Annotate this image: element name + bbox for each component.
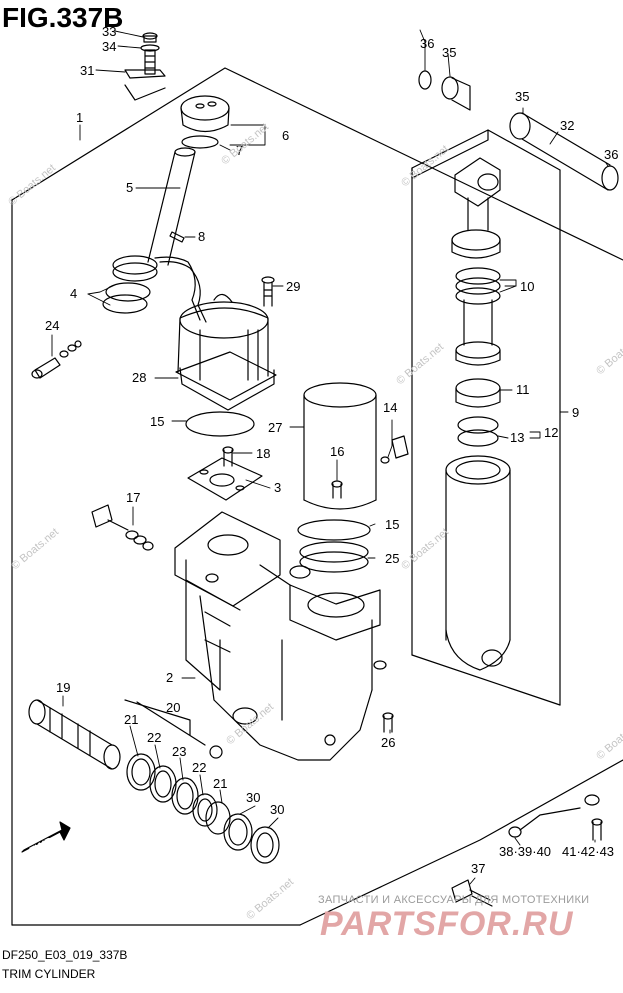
callout-4: 4	[70, 286, 77, 301]
callout-32: 32	[560, 118, 574, 133]
callout-labels: 33 34 31 1 6 7 5 8 4 24 28 29 15 18 3 27…	[28, 24, 619, 876]
callout-13: 13	[510, 430, 524, 445]
callout-26: 26	[381, 735, 395, 750]
callout-28: 28	[132, 370, 146, 385]
callout-24: 24	[45, 318, 59, 333]
part-reservoir-27	[303, 382, 377, 510]
part-bushing-35-36	[418, 70, 471, 111]
callout-20: 20	[166, 700, 180, 715]
callout-35b: 35	[515, 89, 529, 104]
leader-lines	[51, 29, 609, 885]
svg-text:© Boats.net: © Boats.net	[394, 341, 446, 387]
assembly-frame	[11, 67, 623, 261]
callout-2: 2	[166, 670, 173, 685]
part-oring-7	[181, 135, 219, 149]
callout-14: 14	[383, 400, 397, 415]
svg-text:© Boats.net: © Boats.net	[224, 701, 276, 747]
callout-23: 23	[172, 744, 186, 759]
callout-27: 27	[268, 420, 282, 435]
svg-text:© Boats.net: © Boats.net	[6, 162, 58, 208]
callout-21b: 21	[213, 776, 227, 791]
callout-12: 12	[544, 425, 558, 440]
callout-34: 34	[102, 39, 116, 54]
callout-41-43: 41·42·43	[562, 844, 614, 859]
part-rod-32	[509, 112, 619, 191]
part-bolt-37	[451, 879, 493, 907]
part-plate-3	[187, 457, 263, 501]
callout-17: 17	[126, 490, 140, 505]
callout-18: 18	[256, 446, 270, 461]
callout-25: 25	[385, 551, 399, 566]
diagram-name: TRIM CYLINDER	[2, 967, 96, 981]
part-motor-28	[175, 293, 277, 411]
part-pin-8	[169, 231, 185, 243]
callout-19: 19	[56, 680, 70, 695]
part-valve-17	[91, 504, 154, 551]
figure-title: FIG.337B	[2, 2, 124, 33]
part-screw-29	[261, 276, 275, 307]
part-rings-4	[102, 255, 158, 314]
callout-22a: 22	[147, 730, 161, 745]
callout-9: 9	[572, 405, 579, 420]
callout-38-40: 38·39·40	[499, 844, 551, 859]
callout-21a: 21	[124, 712, 138, 727]
part-bolt-41	[591, 818, 603, 841]
callout-8: 8	[198, 229, 205, 244]
callout-37: 37	[471, 861, 485, 876]
fwd-label: FWD	[28, 835, 56, 857]
part-screw-16	[331, 480, 343, 499]
part-screw-18	[222, 446, 234, 467]
svg-text:© Boats.net: © Boats.net	[399, 526, 451, 572]
part-cylinder-9	[445, 157, 511, 671]
part-oring-15a	[185, 411, 255, 437]
part-wire-38	[508, 794, 600, 838]
part-bolt-26	[382, 712, 394, 733]
callout-36a: 36	[420, 36, 434, 51]
part-housing-2	[174, 511, 387, 761]
callout-6: 6	[282, 128, 289, 143]
callout-36b: 36	[604, 147, 618, 162]
part-bolt-31	[124, 32, 166, 79]
part-shaft-19	[28, 699, 121, 770]
callout-15b: 15	[385, 517, 399, 532]
part-tube-5	[147, 147, 196, 266]
shop-tagline: ЗАПЧАСТИ И АКСЕССУАРЫ ДЛЯ МОТОТЕХНИКИ	[318, 894, 590, 906]
svg-text:© Boats.net: © Boats.net	[244, 876, 296, 922]
callout-10: 10	[520, 279, 534, 294]
part-valve-24	[31, 340, 82, 379]
svg-text:© Boats.net: © Boats.net	[399, 143, 451, 189]
callout-3: 3	[274, 480, 281, 495]
callout-29: 29	[286, 279, 300, 294]
callout-30a: 30	[246, 790, 260, 805]
part-plug-14	[380, 435, 409, 464]
callout-15a: 15	[150, 414, 164, 429]
diagram-code: DF250_E03_019_337B	[2, 948, 128, 962]
shop-logo: PARTSFOR.RU	[320, 905, 574, 943]
part-plug-6	[180, 95, 230, 133]
part-ring-25	[299, 541, 369, 573]
callout-5: 5	[126, 180, 133, 195]
callout-30b: 30	[270, 802, 284, 817]
callout-22b: 22	[192, 760, 206, 775]
callout-35a: 35	[442, 45, 456, 60]
svg-text:© Boats.net: © Boats.net	[594, 716, 623, 762]
part-seals-row	[126, 745, 280, 864]
svg-text:© Boats.net: © Boats.net	[219, 121, 271, 167]
svg-text:© Boats.net: © Boats.net	[594, 331, 623, 377]
part-oring-15b	[297, 519, 371, 541]
callout-33: 33	[102, 24, 116, 39]
callout-16: 16	[330, 444, 344, 459]
fwd-arrow-icon	[21, 821, 71, 853]
callout-11: 11	[516, 382, 530, 397]
svg-text:© Boats.net: © Boats.net	[9, 526, 61, 572]
callout-7: 7	[236, 143, 243, 158]
callout-1: 1	[76, 110, 83, 125]
callout-31: 31	[80, 63, 94, 78]
